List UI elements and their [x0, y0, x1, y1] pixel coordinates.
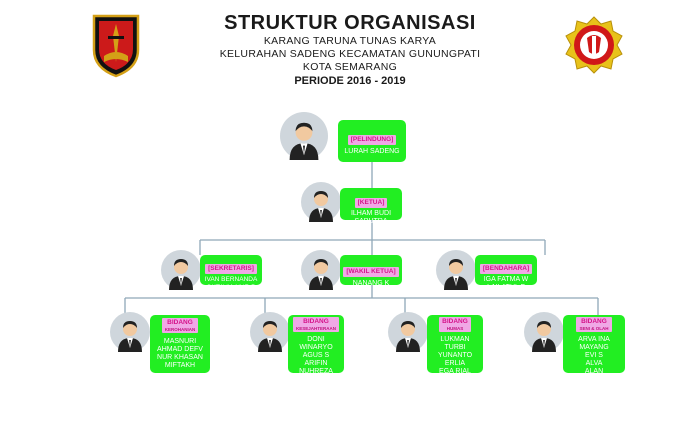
member-bidang-3: EGA RIAL	[439, 368, 471, 375]
avatar-bidang-1	[110, 312, 150, 352]
role-wakil-ketua: [WAKIL KETUA]	[343, 267, 399, 277]
name-sekretaris-1: IVAN BERNANDA	[204, 276, 258, 283]
name-ketua-2: SAPUTRA	[354, 218, 388, 225]
avatar-wakil-ketua	[301, 250, 341, 290]
karang-taruna-logo	[565, 16, 623, 74]
subtitle-period: PERIODE 2016 - 2019	[294, 75, 406, 87]
subtitle-kelurahan: KELURAHAN SADENG KECAMATAN GUNUNGPATI	[219, 48, 481, 60]
member-bidang-3: LUKMAN	[440, 336, 470, 343]
avatar-bidang-2	[250, 312, 290, 352]
header: STRUKTUR ORGANISASI KARANG TARUNA TUNAS …	[150, 12, 550, 88]
member-bidang-4: ALVA	[585, 360, 603, 367]
member-bidang-2: NUHREZA	[299, 368, 333, 375]
member-bidang-2: AGUS S	[302, 352, 330, 359]
role-bidang-4-sub: SENI & OLAH	[579, 326, 609, 331]
member-bidang-3: TURBI	[444, 344, 466, 351]
avatar-pelindung	[280, 112, 328, 160]
role-pelindung: [PELINDUNG]	[347, 135, 397, 145]
name-ketua-1: ILHAM BUDI	[350, 210, 392, 217]
node-sekretaris: [SEKRETARIS] IVAN BERNANDA OKTAVIA NUR P	[200, 255, 262, 291]
role-bidang-3-label: BIDANG	[442, 318, 468, 325]
subtitle-org: KARANG TARUNA TUNAS KARYA	[263, 35, 437, 47]
node-pelindung: [PELINDUNG] LURAH SADENG	[338, 120, 406, 162]
avatar-bidang-4	[524, 312, 564, 352]
member-bidang-2: ARIFIN	[304, 360, 328, 367]
member-bidang-4: EVI S	[585, 352, 603, 359]
role-bidang-3-sub: HUMAS	[446, 326, 464, 331]
role-sekretaris: [SEKRETARIS]	[205, 264, 257, 274]
name-pelindung: LURAH SADENG	[344, 148, 400, 155]
role-bidang-1-label: BIDANG	[167, 319, 193, 326]
role-bidang-4-label: BIDANG	[581, 318, 607, 325]
role-ketua: [KETUA]	[354, 198, 388, 208]
role-bidang-2-label: BIDANG	[303, 318, 329, 325]
role-bidang-1-sub: KEROHANIAN	[164, 327, 196, 332]
avatar-bendahara	[436, 250, 476, 290]
subtitle-city: KOTA SEMARANG	[302, 61, 398, 73]
node-wakil-ketua: [WAKIL KETUA] NANANG K	[340, 255, 402, 287]
node-bendahara: [BENDAHARA] IGA FATMA W LAILATUL F	[475, 255, 537, 291]
name-sekretaris-2: OKTAVIA NUR P	[206, 284, 256, 291]
name-bendahara-2: LAILATUL F	[487, 284, 525, 291]
member-bidang-1: NUR KHASAN	[157, 354, 203, 361]
role-bidang-2-sub: KESEJAHTERAAN	[295, 326, 336, 331]
role-bendahara: [BENDAHARA]	[479, 264, 533, 274]
avatar-ketua	[301, 182, 341, 222]
member-bidang-2: DONI	[307, 336, 325, 343]
member-bidang-2: WINARYO	[299, 344, 333, 351]
member-bidang-1: MIFTAKH	[164, 362, 196, 369]
member-bidang-4: ARVA INA	[578, 336, 610, 343]
node-ketua: [KETUA] ILHAM BUDI SAPUTRA	[340, 188, 402, 225]
member-bidang-4: MAYANG	[579, 344, 609, 351]
member-bidang-3: ERLIA	[444, 360, 466, 367]
chart-title: STRUKTUR ORGANISASI	[224, 12, 476, 34]
city-emblem-logo	[92, 14, 140, 78]
name-wakil-ketua: NANANG K	[352, 280, 390, 287]
avatar-bidang-3	[388, 312, 428, 352]
member-bidang-1: MASNURI	[163, 338, 197, 345]
name-bendahara-1: IGA FATMA W	[483, 276, 529, 283]
member-bidang-1: AHMAD DEFV	[157, 346, 203, 353]
avatar-sekretaris	[161, 250, 201, 290]
member-bidang-3: YUNANTO	[437, 352, 473, 359]
member-bidang-4: ALAN	[584, 368, 604, 375]
